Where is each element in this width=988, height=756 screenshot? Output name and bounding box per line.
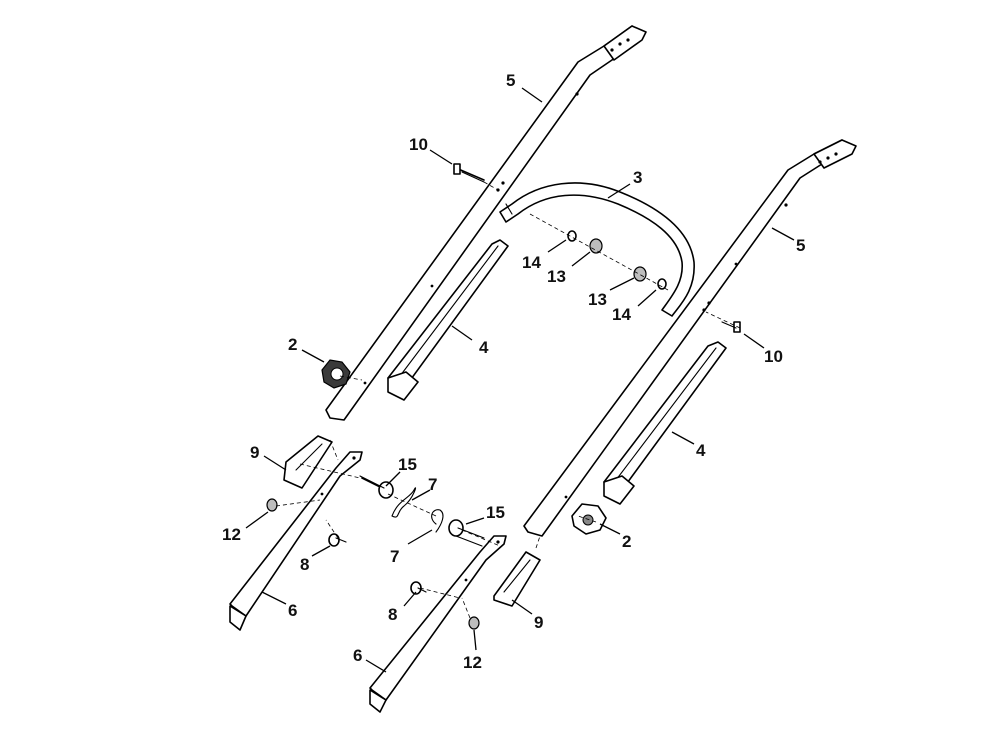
sleeve-left: [283, 435, 333, 489]
pin-15-right: [448, 519, 485, 547]
nut-13-left: [589, 238, 603, 254]
sleeve-right: [493, 551, 541, 607]
callout-7-right: 7: [390, 547, 399, 566]
callout-5-right: 5: [796, 236, 805, 255]
star-knob-right: [571, 503, 607, 535]
callout-6-left: 6: [288, 601, 297, 620]
upper-handle-tube-left: [325, 25, 647, 421]
callout-10-top: 10: [409, 135, 428, 154]
nut-12-right: [468, 616, 480, 630]
callout-8-right: 8: [388, 605, 397, 624]
callout-13-right: 13: [588, 290, 607, 309]
callout-6-right: 6: [353, 646, 362, 665]
washer-14-right: [657, 278, 667, 290]
callout-8-left: 8: [300, 555, 309, 574]
nut-12-left: [266, 498, 278, 512]
callout-15-left: 15: [398, 455, 417, 474]
callout-9-right: 9: [534, 613, 543, 632]
nut-13-right: [633, 266, 647, 282]
spring-clip-7-left: [391, 487, 417, 518]
bolt-8-left: [328, 533, 347, 547]
callout-4-right: 4: [696, 441, 706, 460]
callout-5-left: 5: [506, 71, 515, 90]
callout-3: 3: [633, 168, 642, 187]
callout-2-right: 2: [622, 532, 631, 551]
bolt-10-top: [453, 163, 485, 183]
top-bar: [499, 182, 695, 317]
leader-lines: [245, 87, 795, 673]
callout-14-left: 14: [522, 253, 541, 272]
callout-7-left: 7: [428, 475, 437, 494]
callout-15-right: 15: [486, 503, 505, 522]
pin-15-left: [359, 475, 394, 499]
callout-12-left: 12: [222, 525, 241, 544]
callout-14-right: 14: [612, 305, 631, 324]
callout-10-right: 10: [764, 347, 783, 366]
lower-handle-right: [369, 535, 507, 713]
callout-13-left: 13: [547, 267, 566, 286]
lower-handle-left: [229, 451, 363, 631]
callout-4-left: 4: [479, 338, 489, 357]
bolt-8-right: [410, 581, 427, 595]
cable-guide-right: [603, 341, 727, 505]
callout-12-right: 12: [463, 653, 482, 672]
star-knob-left: [321, 359, 351, 389]
cable-guide-left: [387, 239, 509, 401]
upper-handle-tube-right: [523, 139, 857, 537]
callout-labels: 5 10 3 14 13 5 13 14 10 2 4 4 9 15 7 12 …: [222, 71, 805, 672]
spring-clip-7-right: [431, 509, 444, 533]
assembly-axes: [275, 181, 741, 619]
callout-9-left: 9: [250, 443, 259, 462]
callout-2-left: 2: [288, 335, 297, 354]
